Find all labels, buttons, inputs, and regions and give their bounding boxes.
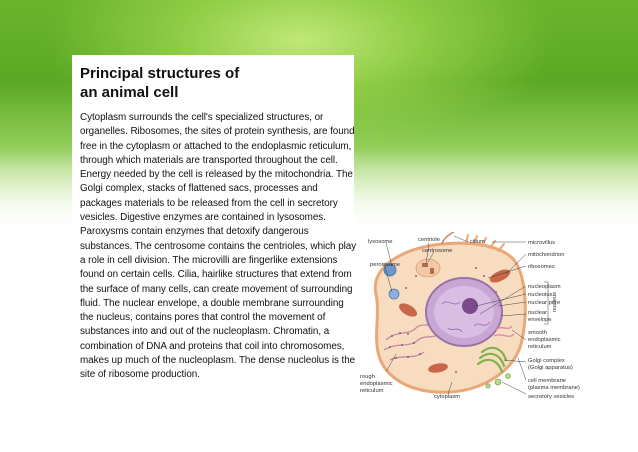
microvilli [465, 234, 505, 252]
mitochondrion-3 [428, 363, 448, 373]
label-cytoplasm: cytoplasm [434, 394, 460, 400]
ribosome-dots [389, 267, 497, 373]
centriole [422, 263, 428, 267]
label-nuclear-envelope-1: nuclear [528, 310, 547, 316]
label-golgi-1: Golgi complex [528, 358, 565, 364]
label-cell-membrane-1: cell membrane [528, 378, 566, 384]
label-smooth-er-3: reticulum [528, 344, 552, 350]
label-smooth-er-2: endoplasmic [528, 337, 561, 343]
label-centriole: centriole [418, 237, 440, 243]
cilium [441, 232, 455, 245]
label-nucleolus: nucleolus [528, 292, 553, 298]
label-nuclear-pore: nuclear pore [528, 300, 560, 306]
lysosome [383, 263, 397, 277]
chromatin [441, 301, 491, 333]
peroxisome [388, 288, 400, 300]
leader-lines [383, 235, 549, 395]
smooth-er [493, 325, 515, 337]
body-paragraph: Cytoplasm surrounds the cell's specializ… [80, 112, 357, 381]
label-secretory-vesicles: secretory vesicles [528, 394, 574, 400]
animal-cell-diagram: lysosome peroxisome centriole centrosome… [360, 232, 580, 400]
slide-title: Principal structures of an animal cell [80, 64, 340, 102]
label-rough-er-1: rough [360, 374, 375, 380]
label-smooth-er-1: smooth [528, 330, 547, 336]
centriole-2 [430, 268, 434, 274]
nucleoplasm [434, 286, 494, 338]
secretory-vesicles [485, 373, 511, 389]
text-panel [72, 55, 354, 395]
label-rough-er-2: endoplasmic [360, 381, 393, 387]
label-golgi-2: (Golgi apparatus) [528, 365, 573, 371]
golgi-complex [476, 346, 508, 374]
mitochondrion-2 [398, 303, 418, 317]
label-rough-er-3: reticulum [360, 388, 384, 394]
label-centrosome: centrosome [422, 248, 452, 254]
label-peroxisome: peroxisome [370, 262, 400, 268]
label-mitochondrion: mitochondrion [528, 252, 564, 258]
title-line-1: Principal structures of [80, 65, 240, 82]
label-lysosome: lysosome [368, 239, 392, 245]
label-ribosomes: ribosomes [528, 264, 555, 270]
label-nucleoplasm: nucleoplasm [528, 284, 561, 290]
label-microvillus: microvillus [528, 240, 555, 246]
title-line-2: an animal cell [80, 84, 179, 101]
label-nucleus: nucleus [552, 292, 558, 312]
label-cell-membrane-2: (plasma membrane) [528, 385, 580, 391]
label-cilium: cilium [470, 239, 485, 245]
nucleolus [462, 298, 478, 314]
label-nuclear-envelope-2: envelope [528, 317, 552, 323]
